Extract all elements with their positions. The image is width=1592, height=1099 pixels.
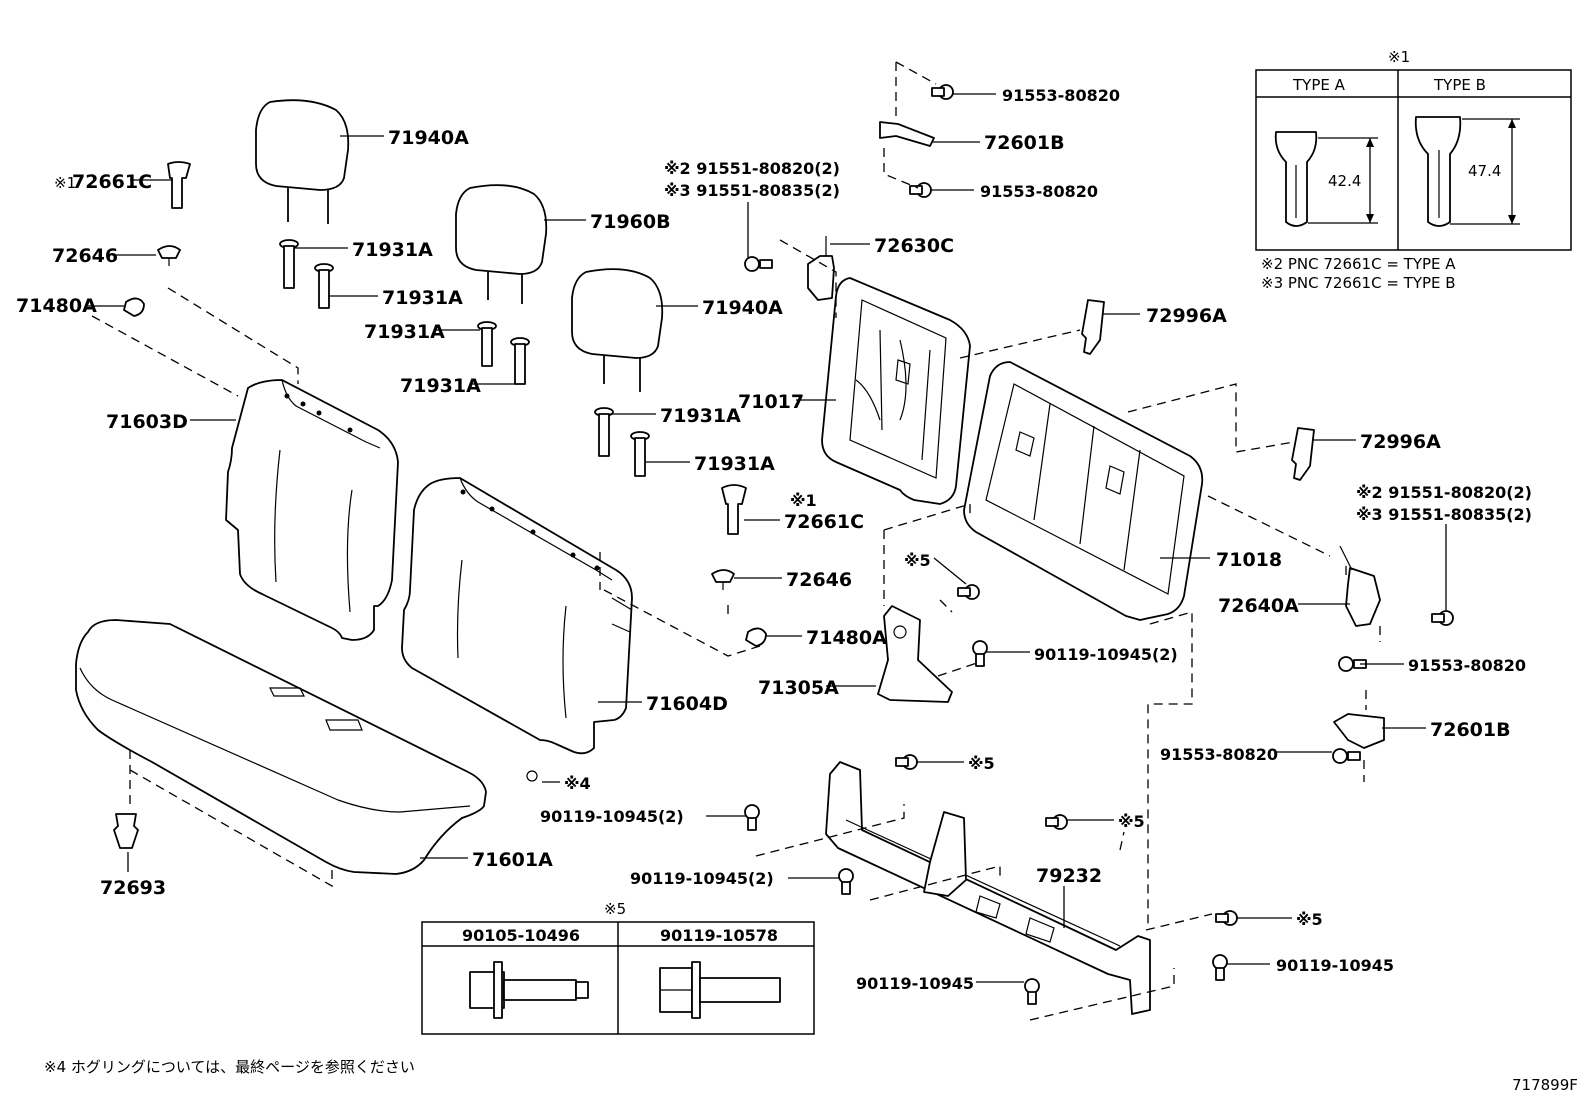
label-72996A-top: 72996A: [1146, 305, 1227, 327]
label-71480A-left: 71480A: [16, 295, 97, 317]
hog-ring: [526, 770, 538, 782]
label-91553-80820-1: 91553-80820: [1002, 86, 1120, 105]
label-72646-right: 72646: [786, 569, 852, 591]
label-90119-10945-4: 90119-10945: [1276, 956, 1394, 975]
assembly-dashed-lines: [91, 61, 1381, 1021]
label-90119-10945-3: 90119-10945(2): [630, 869, 774, 888]
label-bolts-top-3: ※3 91551-80835(2): [664, 181, 840, 200]
label-bolts-top-2: ※2 91551-80820(2): [664, 159, 840, 178]
label-mark5-a: ※5: [904, 551, 931, 570]
label-72661C-right-mark: ※1: [790, 491, 817, 510]
label-71305A: 71305A: [758, 677, 839, 699]
label-71931A-2: 71931A: [382, 287, 463, 309]
bracket-71305A: [877, 605, 953, 703]
type-a-support-shape: [1274, 131, 1378, 227]
clip-72646-left: [157, 245, 181, 266]
label-72661C-right: 72661C: [784, 511, 864, 533]
label-71931A-3: 71931A: [364, 321, 445, 343]
seat-frame-79232: [825, 761, 1151, 1015]
headrest-71940A-right: [571, 268, 664, 392]
label-71940A-right: 71940A: [702, 297, 783, 319]
bolts: [744, 84, 1454, 1005]
type-note-3: ※3 PNC 72661C = TYPE B: [1261, 274, 1456, 292]
label-90119-10945-5: 90119-10945: [856, 974, 974, 993]
cap-71480A-left: [123, 297, 145, 317]
type-table-mark: ※1: [1388, 48, 1410, 66]
type-b-support-shape: [1414, 116, 1520, 227]
label-72640A: 72640A: [1218, 595, 1299, 617]
label-72630C: 72630C: [874, 235, 954, 257]
label-72601B-bottom: 72601B: [1430, 719, 1511, 741]
label-mark5-b: ※5: [968, 754, 995, 773]
label-hog-ring-mark: ※4: [564, 774, 591, 793]
label-71603D: 71603D: [106, 411, 188, 433]
type-note-2: ※2 PNC 72661C = TYPE A: [1261, 255, 1456, 273]
bolt-table-mark: ※5: [604, 900, 626, 918]
label-79232: 79232: [1036, 865, 1102, 887]
label-71018: 71018: [1216, 549, 1282, 571]
bolt-table-col-b: 90119-10578: [660, 926, 778, 945]
label-91553-80820-2: 91553-80820: [980, 182, 1098, 201]
diagram-id: 717899F: [1512, 1076, 1578, 1094]
headrest-support-pins: [279, 239, 650, 477]
label-mark5-c: ※5: [1118, 812, 1145, 831]
clip-72646-right: [711, 569, 735, 590]
label-90119-10945-1: 90119-10945(2): [1034, 645, 1178, 664]
label-71931A-5: 71931A: [660, 405, 741, 427]
label-72601B-top: 72601B: [984, 132, 1065, 154]
label-90119-10945-2: 90119-10945(2): [540, 807, 684, 826]
seat-back-frame-71017: [821, 277, 971, 505]
headrest-support-type-table: ※1 TYPE A TYPE B 42.4 47.4 ※2 PNC 72661C…: [1255, 48, 1572, 292]
leader-lines: [88, 93, 1447, 983]
type-b-header: TYPE B: [1433, 76, 1486, 94]
label-72996A-right: 72996A: [1360, 431, 1441, 453]
headrest-support-72661C-left: [167, 161, 191, 209]
label-71604D: 71604D: [646, 693, 728, 715]
label-91553-80820-4: 91553-80820: [1160, 745, 1278, 764]
type-b-dimension: 47.4: [1468, 162, 1501, 180]
bolt-type-table: ※5 90105-10496 90119-10578: [421, 900, 815, 1035]
seat-back-frame-71018: [963, 361, 1204, 621]
type-a-header: TYPE A: [1292, 76, 1346, 94]
seat-cushion: [75, 619, 487, 875]
bolt-table-col-a: 90105-10496: [462, 926, 580, 945]
label-mark5-d: ※5: [1296, 910, 1323, 929]
label-71017: 71017: [738, 391, 804, 413]
seat-back-cushion-left: [225, 379, 399, 641]
label-71960B: 71960B: [590, 211, 671, 233]
label-91553-80820-3: 91553-80820: [1408, 656, 1526, 675]
hinge-72640A: [1339, 545, 1381, 627]
headrest-support-72661C-right: [721, 484, 747, 535]
headrest-71960B: [455, 184, 548, 304]
label-72646-left: 72646: [52, 245, 118, 267]
label-71480A-right: 71480A: [806, 627, 887, 649]
label-bolts-right-2: ※2 91551-80820(2): [1356, 483, 1532, 502]
bolt-90119-10578-shape: [659, 961, 781, 1019]
headrest-71940A-left: [255, 99, 350, 224]
lock-72996A-top: [1081, 299, 1105, 355]
cap-71480A-right: [745, 627, 767, 647]
label-72661C-left: 72661C: [72, 171, 152, 193]
label-72693: 72693: [100, 877, 166, 899]
bolt-90105-10496-shape: [469, 961, 589, 1019]
label-71601A: 71601A: [472, 849, 553, 871]
label-bolts-right-3: ※3 91551-80835(2): [1356, 505, 1532, 524]
seat-back-cushion-right: [401, 477, 633, 755]
label-71940A-left: 71940A: [388, 127, 469, 149]
clip-72693: [113, 813, 139, 849]
label-71931A-4: 71931A: [400, 375, 481, 397]
part-labels: 71940A ※1 72661C 72646 71480A 71931A 719…: [16, 86, 1532, 993]
hinge-72630C: [807, 236, 835, 301]
hog-ring-footnote: ※4 ホグリングについては、最終ページを参照ください: [44, 1058, 415, 1076]
lock-striker-72601B-bottom: [1333, 713, 1385, 749]
lock-72996A-right: [1291, 427, 1315, 481]
type-a-dimension: 42.4: [1328, 172, 1361, 190]
label-72661C-left-mark: ※1: [54, 174, 76, 192]
lock-striker-72601B-top: [879, 121, 935, 147]
label-71931A-6: 71931A: [694, 453, 775, 475]
label-71931A-1: 71931A: [352, 239, 433, 261]
